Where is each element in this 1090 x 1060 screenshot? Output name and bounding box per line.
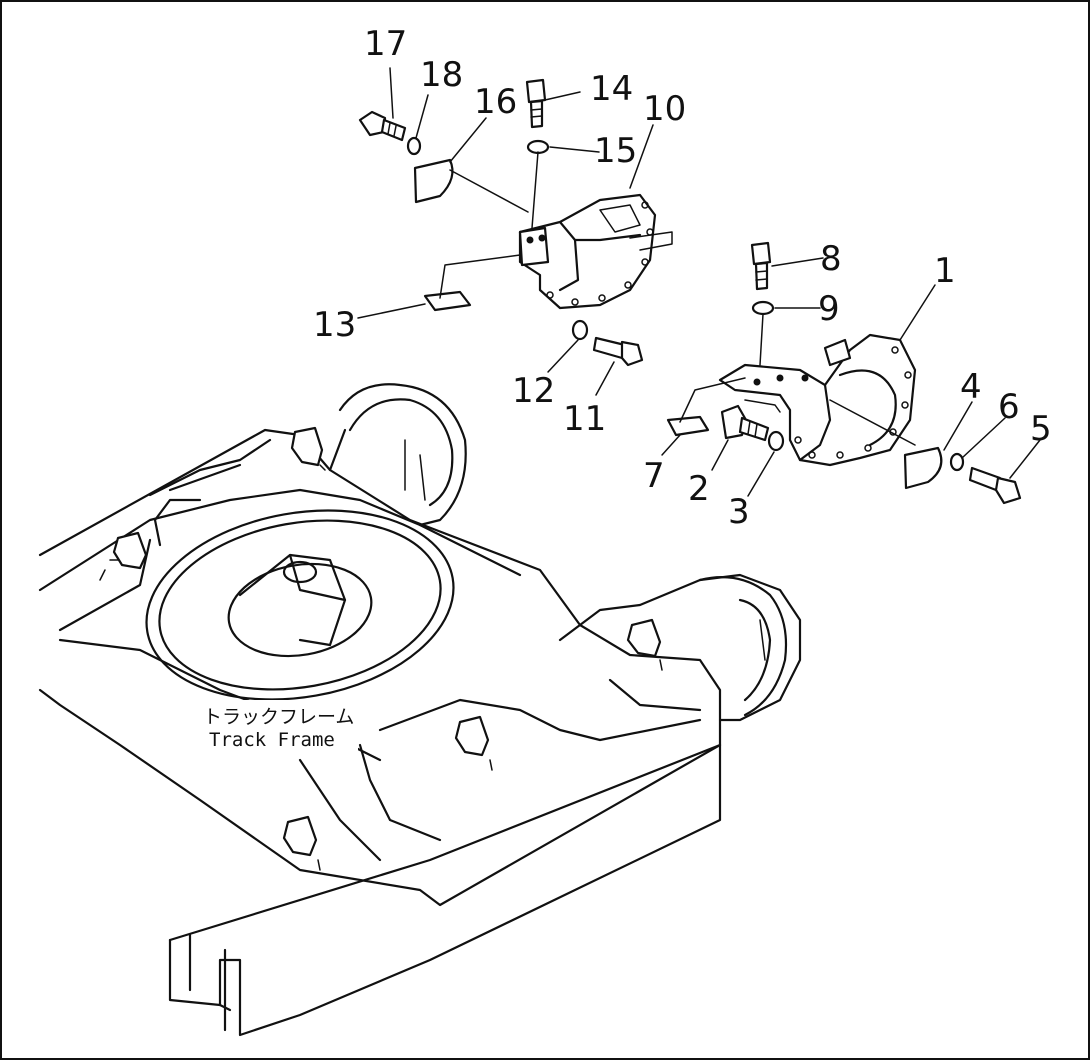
bolt-17	[358, 110, 407, 142]
callout-15: 15	[594, 131, 637, 171]
washer-3	[767, 430, 785, 452]
bolt-8	[750, 241, 772, 291]
callout-5: 5	[1030, 409, 1052, 449]
bolt-2	[720, 404, 770, 442]
callout-14: 14	[590, 69, 633, 109]
plate-7	[666, 415, 710, 437]
track-frame-label-japanese: トラックフレーム	[203, 706, 354, 728]
right-cover-assembly	[718, 333, 917, 467]
bolt-11	[592, 336, 644, 367]
washer-6	[949, 452, 965, 472]
track-frame	[38, 383, 802, 1037]
cap-16	[413, 158, 454, 204]
callout-18: 18	[420, 55, 463, 95]
callout-6: 6	[998, 387, 1020, 427]
callout-13: 13	[313, 305, 356, 345]
track-frame-label: トラックフレーム Track Frame	[196, 700, 358, 754]
cover-bolt-holes-left	[546, 201, 654, 306]
callout-8: 8	[820, 239, 842, 279]
washer-15	[526, 139, 550, 155]
washer-9	[751, 300, 775, 316]
callout-7: 7	[643, 456, 665, 496]
callout-17: 17	[364, 24, 407, 64]
plate-13	[423, 290, 472, 312]
callout-2: 2	[688, 469, 710, 509]
cap-4	[903, 446, 943, 490]
frame-boss	[112, 426, 662, 857]
callout-3: 3	[728, 492, 750, 532]
track-frame-label-english: Track Frame	[209, 729, 335, 751]
leader-lines	[357, 67, 1041, 497]
washer-12	[571, 319, 589, 341]
callout-4: 4	[960, 367, 982, 407]
callout-9: 9	[818, 289, 840, 329]
washer-18	[406, 136, 422, 156]
callout-16: 16	[474, 82, 517, 122]
callout-numbers: 17 18 16 14 10 15 13 12 11 8 9 1 4 6 5 7…	[313, 24, 1052, 532]
bolt-5	[968, 466, 1022, 505]
left-cover-assembly	[518, 193, 673, 310]
callout-10: 10	[643, 89, 686, 129]
callout-12: 12	[512, 371, 555, 411]
callout-11: 11	[563, 399, 606, 439]
cover-bolt-holes	[794, 346, 912, 459]
callout-1: 1	[934, 251, 956, 291]
bolt-14	[525, 78, 547, 129]
